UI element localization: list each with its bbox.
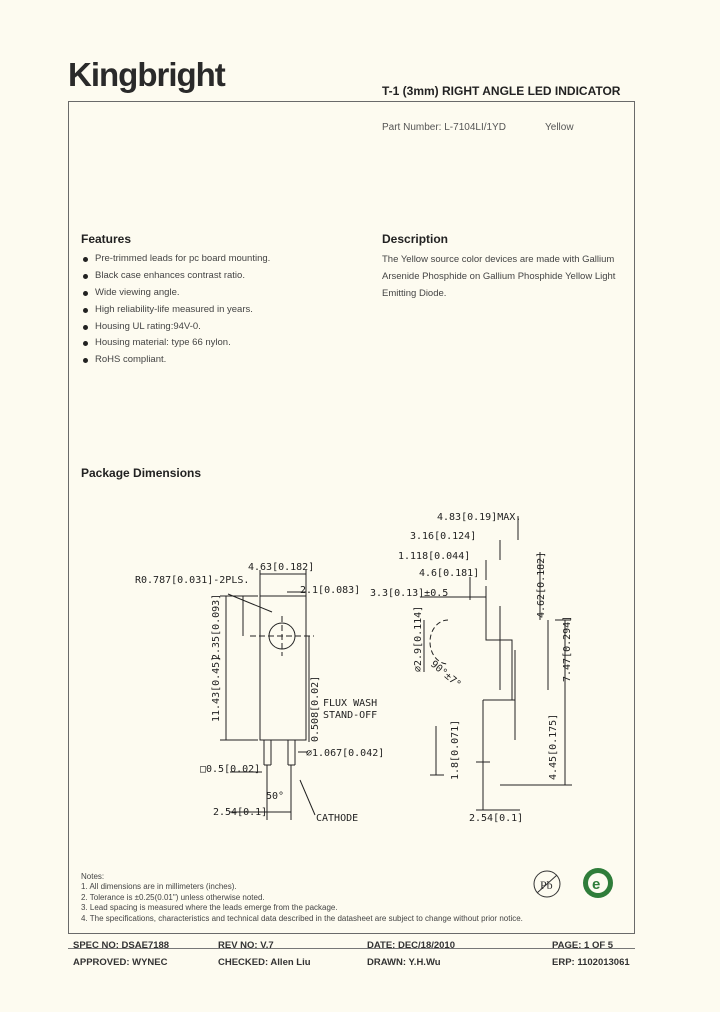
- features-heading: Features: [81, 232, 132, 246]
- dim-462: 4.62[0.182]: [536, 552, 547, 618]
- dim-483: 4.83[0.19]MAX.: [437, 512, 521, 523]
- dim-18: 1.8[0.071]: [450, 720, 461, 780]
- dim-463: 4.63[0.182]: [248, 562, 314, 573]
- svg-text:Pb: Pb: [540, 878, 553, 892]
- svg-text:e: e: [592, 876, 600, 893]
- part-number: Part Number: L-7104LI/1YD: [382, 122, 506, 133]
- footer-divider: [68, 948, 635, 949]
- pb-free-badge: Pb: [533, 870, 561, 898]
- page-number: PAGE: 1 OF 5: [552, 940, 614, 951]
- list-item: Pre-trimmed leads for pc board mounting.: [81, 251, 270, 268]
- dim-21: 2.1[0.083]: [300, 585, 360, 596]
- dim-445: 4.45[0.175]: [548, 714, 559, 780]
- list-item: High reliability-life measured in years.: [81, 302, 270, 319]
- dim-33: 3.3[0.13]±0.5: [370, 588, 448, 599]
- list-item: Wide viewing angle.: [81, 285, 270, 302]
- brand-logo: Kingbright: [68, 56, 226, 93]
- erp-number: ERP: 1102013061: [552, 957, 630, 968]
- document-title: T-1 (3mm) RIGHT ANGLE LED INDICATOR: [382, 84, 621, 98]
- dim-1118: 1.118[0.044]: [398, 551, 470, 562]
- dim-sq05: □0.5[0.02]: [200, 764, 260, 775]
- content-frame: [68, 101, 635, 934]
- dim-29: ⌀2.9[0.114]: [413, 606, 424, 672]
- dim-1067: ⌀1.067[0.042]: [306, 748, 384, 759]
- dim-1143: 11.43[0.45]: [211, 656, 222, 722]
- description-heading: Description: [382, 232, 449, 246]
- dim-46: 4.6[0.181]: [419, 568, 479, 579]
- cathode-label: CATHODE: [316, 813, 358, 824]
- standoff-label: STAND-OFF: [323, 710, 377, 721]
- dim-254-left: 2.54[0.1]: [213, 807, 267, 818]
- side-body-outline: [485, 586, 513, 700]
- dim-0508: 0.508[0.02]: [310, 676, 321, 742]
- dim-254-right: 2.54[0.1]: [469, 813, 523, 824]
- package-heading: Package Dimensions: [81, 466, 202, 480]
- list-item: Housing UL rating:94V-0.: [81, 319, 270, 336]
- note-item: 1. All dimensions are in millimeters (in…: [81, 882, 237, 892]
- led-body-outline: [259, 595, 307, 741]
- note-item: 2. Tolerance is ±0.25(0.01") unless othe…: [81, 892, 265, 902]
- dim-747: 7.47[0.294]: [562, 616, 573, 682]
- spec-number: SPEC NO: DSAE7188: [73, 940, 170, 951]
- revision-number: REV NO: V.7: [218, 940, 274, 951]
- rohs-badge: e: [583, 868, 613, 898]
- list-item: RoHS compliant.: [81, 352, 270, 369]
- dim-r0787: R0.787[0.031]-2PLS.: [135, 575, 249, 586]
- part-color: Yellow: [545, 122, 574, 133]
- approved-by: APPROVED: WYNEC: [73, 957, 168, 968]
- description-text: The Yellow source color devices are made…: [382, 254, 616, 299]
- flux-wash-label: FLUX WASH: [323, 698, 377, 709]
- notes-title: Notes:: [81, 872, 105, 881]
- list-item: Black case enhances contrast ratio.: [81, 268, 270, 285]
- note-item: 4. The specifications, characteristics a…: [81, 913, 523, 923]
- drawn-by: DRAWN: Y.H.Wu: [367, 957, 441, 968]
- note-item: 3. Lead spacing is measured where the le…: [81, 903, 338, 913]
- dim-angle-50: 50°: [266, 791, 284, 802]
- list-item: Housing material: type 66 nylon.: [81, 335, 270, 352]
- dim-316: 3.16[0.124]: [410, 531, 476, 542]
- issue-date: DATE: DEC/18/2010: [367, 940, 455, 951]
- checked-by: CHECKED: Allen Liu: [218, 957, 311, 968]
- notes-block: Notes: 1. All dimensions are in millimet…: [81, 872, 523, 924]
- dim-235: 2.35[0.093]: [211, 594, 222, 660]
- features-list: Pre-trimmed leads for pc board mounting.…: [81, 251, 270, 369]
